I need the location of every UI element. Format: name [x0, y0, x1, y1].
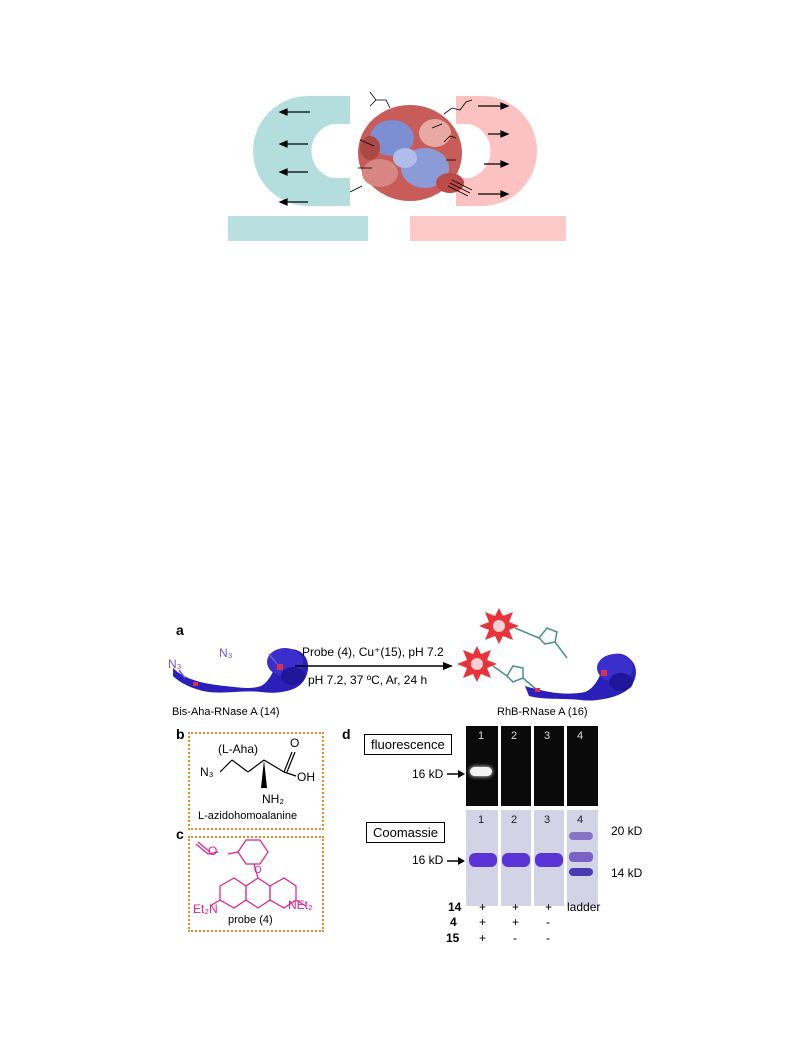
aha-structure-bonds — [219, 751, 297, 788]
fluorescence-label: fluorescence — [364, 734, 452, 755]
reaction-arrow — [295, 662, 453, 670]
coom-band-label: 16 kD — [412, 853, 444, 867]
side-chain-lines — [349, 91, 473, 197]
top-figure-graphic — [253, 91, 537, 206]
table-row-4-v3: - — [546, 915, 550, 929]
ladder-band-mid — [569, 852, 593, 862]
left-protein-label: Bis-Aha-RNase A (14) — [172, 706, 280, 718]
coomassie-band-lane-2 — [502, 853, 530, 867]
table-row-4-label: 4 — [450, 915, 457, 929]
table-row-15-v1: + — [479, 931, 487, 945]
fluor-lane-3: 3 — [544, 730, 551, 742]
fluor-lane-2: 2 — [511, 730, 518, 742]
coomassie-lane-divider-3 — [564, 810, 567, 906]
coomassie-label: Coomassie — [366, 822, 446, 843]
coom-band-arrow — [447, 857, 465, 865]
panel-letter-c: c — [176, 826, 184, 842]
fluor-lane-1: 1 — [478, 730, 485, 742]
coomassie-band-lane-1 — [469, 853, 497, 867]
probe-structure-box — [188, 836, 324, 932]
table-row-14-v1: + — [479, 900, 487, 914]
probe-structure-graphic — [195, 839, 307, 909]
table-row-14-v3: + — [545, 900, 553, 914]
table-row-15-v2: - — [513, 931, 517, 945]
probe-right-amine: NEt₂ — [288, 898, 313, 912]
table-row-4-v2: + — [512, 915, 520, 929]
triazole-linkers — [492, 627, 568, 691]
panel-letter-a: a — [176, 622, 184, 638]
table-row-14-v4: ladder — [567, 900, 601, 914]
n3-label-lower: N₃ — [168, 657, 182, 671]
top-figure — [220, 88, 580, 248]
aha-label: (L-Aha) — [218, 742, 259, 756]
coom-lane-1: 1 — [478, 814, 485, 826]
fluorescence-lane-divider-3 — [564, 726, 567, 806]
left-arrows — [278, 108, 310, 206]
ladder-20kd-label: 20 kD — [611, 824, 643, 838]
coom-lane-4: 4 — [577, 814, 584, 826]
fluor-lane-4: 4 — [577, 730, 584, 742]
aha-structure-box — [188, 732, 324, 830]
coomassie-lane-divider-1 — [498, 810, 501, 906]
starburst-lower — [457, 646, 497, 682]
fluorescence-lane-divider-2 — [531, 726, 534, 806]
coomassie-lane-divider-2 — [531, 810, 534, 906]
table-row-14-label: 14 — [448, 900, 462, 914]
right-bar — [410, 216, 566, 241]
coom-lane-2: 2 — [511, 814, 518, 826]
coom-lane-3: 3 — [544, 814, 551, 826]
starburst-upper — [479, 608, 519, 644]
fluor-band-label: 16 kD — [412, 767, 444, 781]
fluorescence-band-lane-1 — [470, 767, 492, 776]
right-protein-label: RhB-RNase A (16) — [497, 706, 588, 718]
aha-n3-label: N₃ — [200, 765, 214, 779]
probe-o-ester: O — [208, 844, 218, 858]
aha-name: L-azidohomoalanine — [198, 810, 298, 822]
table-row-15-label: 15 — [446, 931, 460, 945]
probe-name: probe (4) — [228, 914, 273, 926]
conditions-bottom: pH 7.2, 37 ºC, Ar, 24 h — [308, 673, 428, 687]
aha-o-label: O — [290, 736, 300, 750]
ladder-band-low — [569, 868, 593, 876]
left-bar — [228, 216, 368, 241]
probe-left-amine: Et₂N — [193, 902, 218, 916]
rhb-protein-graphic — [457, 608, 636, 701]
right-arc-shape — [456, 96, 537, 206]
ladder-band-top — [569, 832, 593, 840]
protein-surface — [358, 105, 464, 201]
bis-aha-protein-graphic — [173, 648, 309, 693]
fluor-band-arrow — [447, 770, 465, 778]
aha-nh2-label: NH₂ — [262, 792, 284, 806]
table-row-4-v1: + — [479, 915, 487, 929]
left-arc-shape — [253, 96, 350, 206]
table-row-15-v3: - — [546, 931, 550, 945]
n3-label-upper: N₃ — [219, 646, 233, 660]
right-arrows — [478, 102, 510, 198]
reagents-top: Probe (4), Cu⁺(15), pH 7.2 — [302, 645, 444, 659]
coomassie-band-lane-3 — [535, 853, 563, 867]
ladder-14kd-label: 14 kD — [611, 866, 643, 880]
probe-o-ring: O — [254, 865, 262, 876]
panel-letter-d: d — [342, 726, 351, 742]
aha-oh-label: OH — [297, 770, 315, 784]
panel-letter-b: b — [176, 726, 185, 742]
table-row-14-v2: + — [512, 900, 520, 914]
fluorescence-lane-divider-1 — [498, 726, 501, 806]
